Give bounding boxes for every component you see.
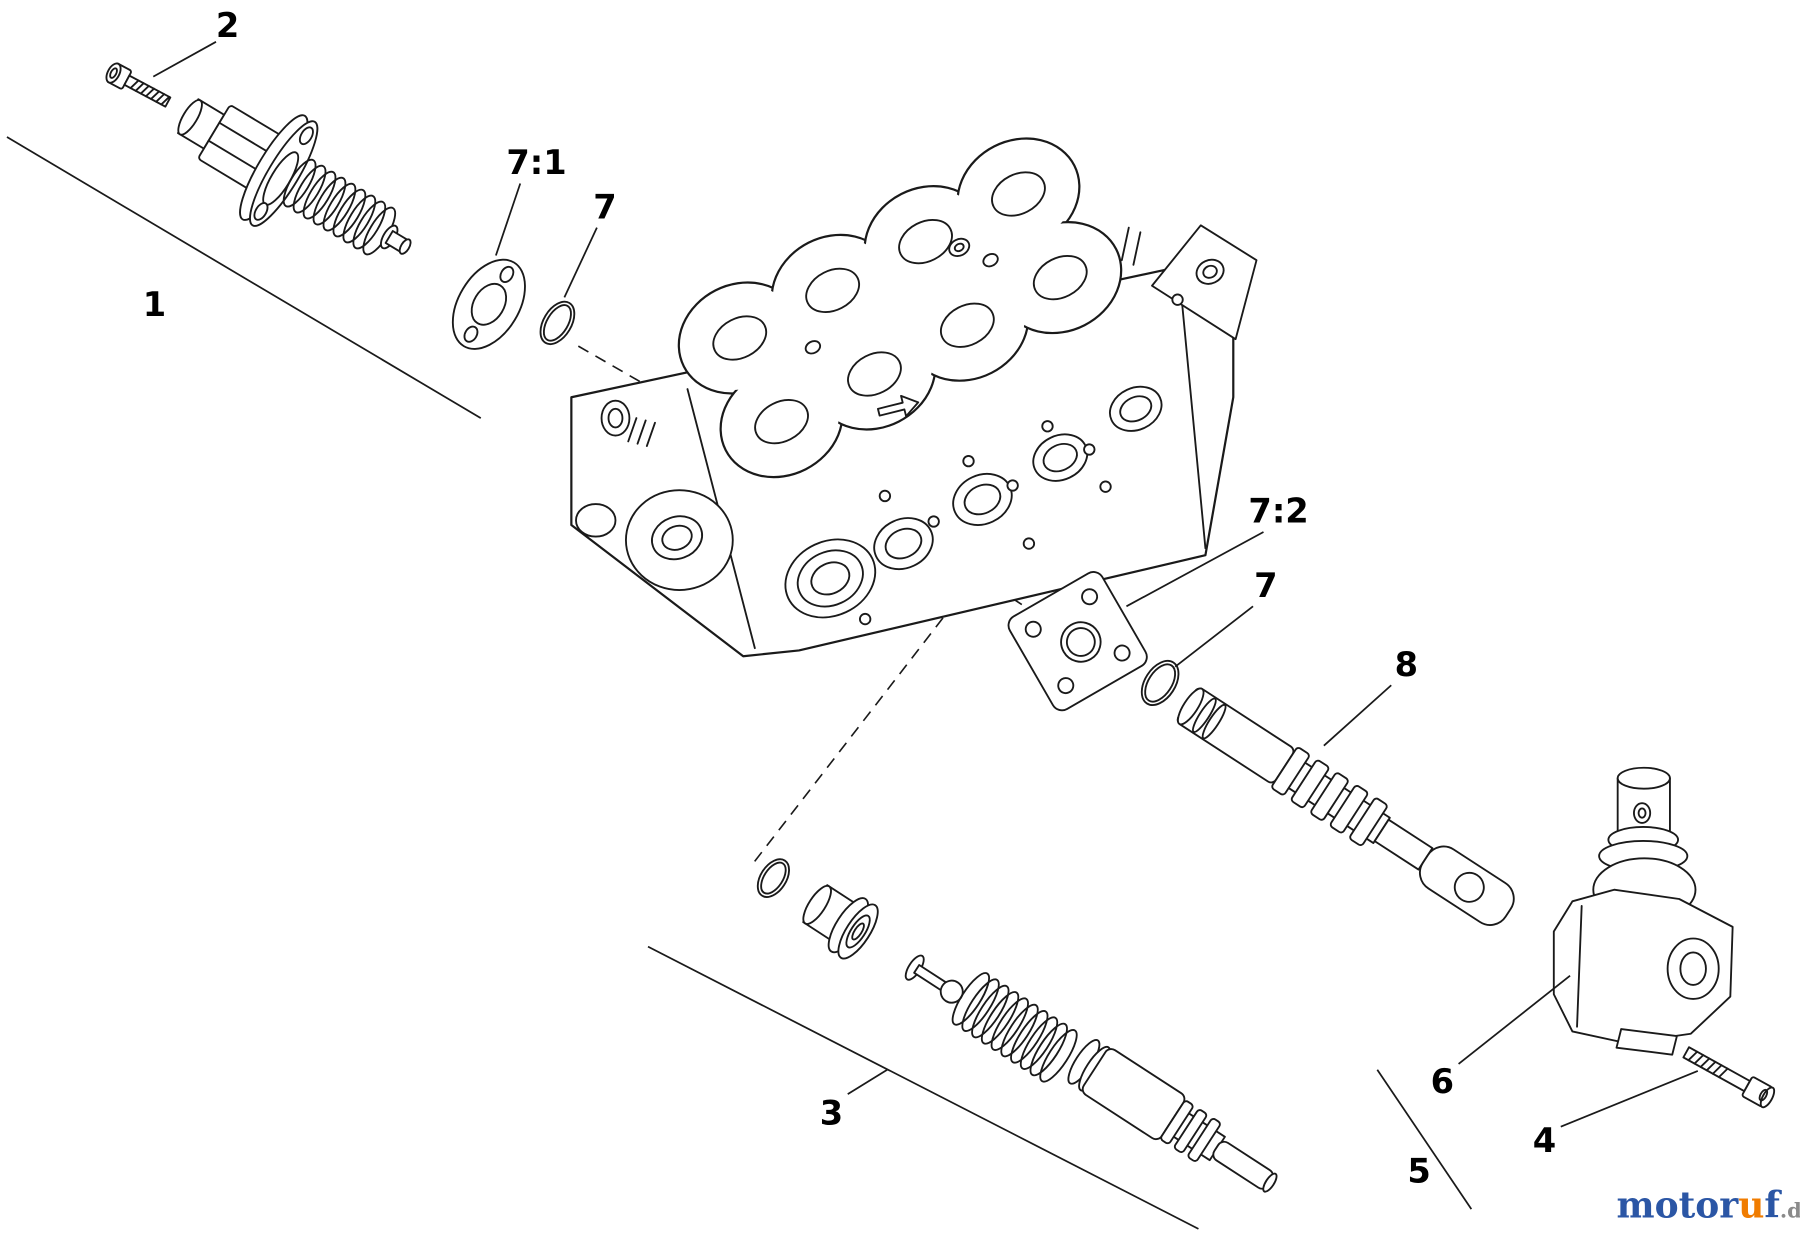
watermark: motoruf.de (1617, 1184, 1800, 1226)
leader-line-4 (1560, 1070, 1699, 1128)
part-3-bushing (802, 884, 879, 960)
part-6-control-valve (1552, 766, 1734, 1056)
group-brackets (6, 136, 1473, 1230)
callout-7-2: 7:2 (1248, 492, 1308, 531)
part-3-oring (756, 858, 790, 898)
part-3-spring (951, 972, 1078, 1083)
watermark-tld: .de (1780, 1197, 1800, 1222)
callout-4: 4 (1533, 1121, 1556, 1160)
leader-line-7b (1174, 605, 1254, 668)
part-8-spool (1176, 687, 1515, 926)
leader-line-7-1 (495, 183, 522, 256)
callout-6: 6 (1431, 1062, 1454, 1101)
leader-lines (152, 41, 1699, 1128)
leader-line-8 (1323, 684, 1392, 747)
part-7-2-flange (1007, 571, 1148, 712)
group-bracket-3 (647, 945, 1199, 1230)
leader-line-7a (563, 227, 598, 298)
flow-arrow-mark (877, 394, 920, 418)
leader-line-3 (847, 1069, 888, 1095)
part-4-bolt (1682, 1046, 1776, 1109)
callout-7-1: 7:1 (506, 143, 566, 182)
callout-5: 5 (1407, 1151, 1430, 1190)
valve-body-mounting-tab (625, 489, 734, 591)
part-1-seat (380, 224, 412, 255)
part-3-valve-spool-assembly (756, 858, 1278, 1193)
part-1-relief-valve (177, 98, 412, 256)
part-7-oring-right (1140, 659, 1180, 706)
watermark-logo: motoruf.de (1617, 1184, 1800, 1226)
callout-3: 3 (820, 1093, 843, 1132)
leader-line-2 (152, 41, 217, 78)
leader-line-6 (1458, 974, 1571, 1065)
group-bracket-5 (1376, 1069, 1473, 1210)
callout-1: 1 (143, 285, 166, 324)
callout-7b: 7 (1254, 566, 1277, 605)
callout-8: 8 (1395, 645, 1418, 684)
watermark-suffix: f (1764, 1184, 1782, 1226)
watermark-prefix: motor (1617, 1184, 1740, 1226)
part-7-oring-left (539, 300, 576, 345)
part-3-spool (1067, 1039, 1278, 1193)
part-1-spring (282, 158, 397, 256)
callout-7a: 7 (593, 187, 616, 226)
leader-line-7-2 (1126, 531, 1264, 608)
part-7-1-gasket (451, 258, 526, 350)
dashed-axis-lower (751, 617, 944, 865)
group-bracket-1 (6, 136, 482, 419)
valve-body-right-ear (1151, 224, 1258, 341)
watermark-accent: u (1738, 1184, 1764, 1226)
valve-body-ports (784, 385, 1163, 626)
part-2-bolt (105, 62, 172, 108)
callout-labels: 2 1 7:1 7 7:2 7 8 3 6 5 4 (143, 6, 1556, 1190)
callout-2: 2 (216, 6, 239, 45)
